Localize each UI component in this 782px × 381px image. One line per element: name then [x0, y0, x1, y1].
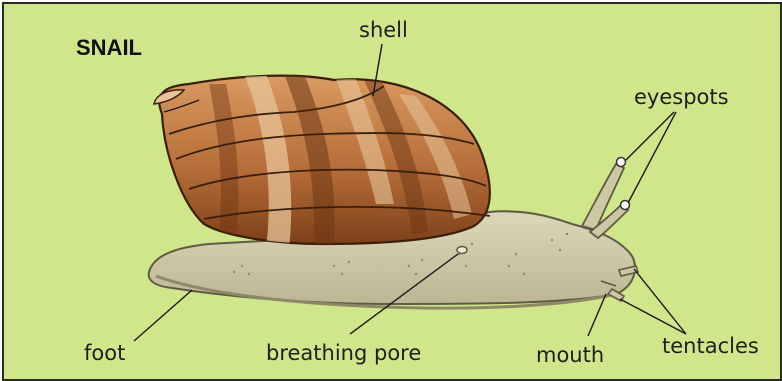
label-breathing-pore: breathing pore — [266, 341, 421, 365]
tentacles-leader-line-upper — [634, 269, 686, 334]
label-mouth: mouth — [536, 343, 604, 367]
eyespots-leader-line-lower — [628, 112, 676, 203]
eyespots-leader-line-upper — [626, 112, 674, 160]
label-foot: foot — [84, 341, 125, 365]
foot-leader-line — [134, 290, 192, 341]
diagram-title: SNAIL — [76, 35, 142, 60]
eye-stalks — [582, 158, 630, 239]
tentacles-leader-line-lower — [620, 299, 686, 334]
snail-diagram: SNAIL shell eyespots foot breathing pore… — [4, 4, 780, 379]
breathing-pore-mark — [457, 247, 467, 254]
label-eyespots: eyespots — [634, 85, 729, 109]
eyespot-upper — [617, 158, 626, 167]
label-shell: shell — [359, 18, 408, 42]
label-tentacles: tentacles — [662, 334, 759, 358]
snail-shell — [154, 74, 490, 249]
